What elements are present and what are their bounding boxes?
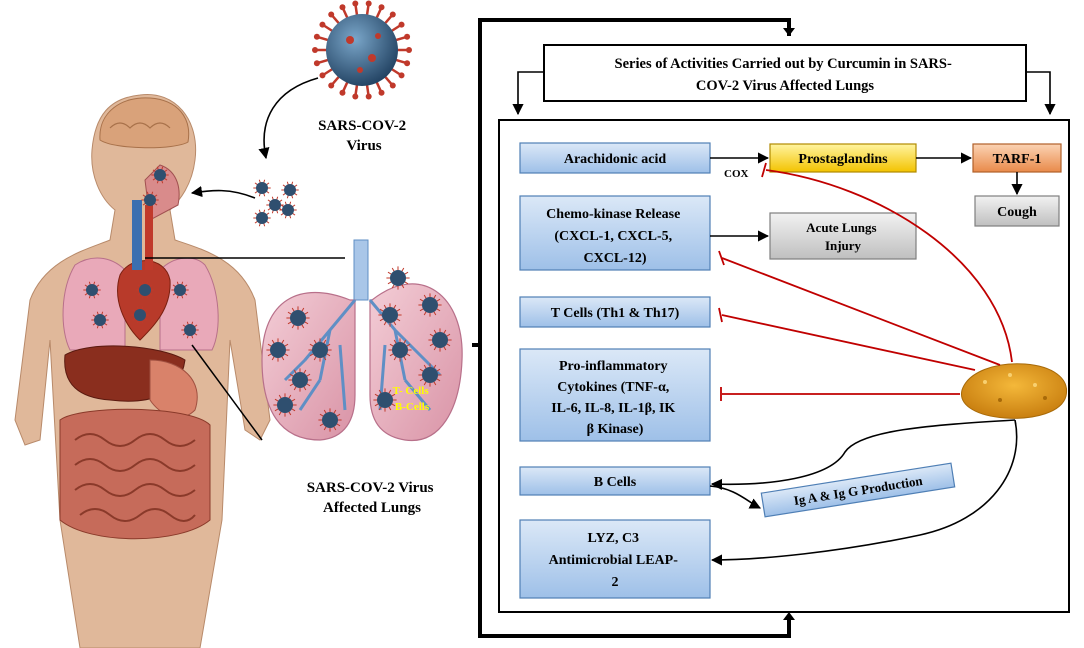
virus-particle-icon xyxy=(141,191,159,209)
cough-label: Cough xyxy=(997,205,1037,220)
virus-particle-icon xyxy=(388,338,412,362)
arrow-curcumin-lyz xyxy=(710,419,1018,566)
lung-virus-particles xyxy=(266,266,452,432)
body-virus-particles xyxy=(83,166,199,339)
human-body-illustration xyxy=(14,93,271,648)
virus-particle-icon xyxy=(418,293,442,317)
arachidonic-acid-box: Arachidonic acid xyxy=(519,142,711,174)
inhibit-tcells xyxy=(721,314,976,371)
virus-particle-icon xyxy=(266,338,290,362)
arrow-curcumin-bcells xyxy=(710,419,1016,490)
virus-particle-icon xyxy=(286,306,310,330)
acute-lungs-injury-label: Acute Lungs Injury xyxy=(806,220,880,253)
acute-lungs-injury-box: Acute Lungs Injury xyxy=(769,212,917,260)
virus-particle-icon xyxy=(181,321,199,339)
prostaglandins-box: Prostaglandins xyxy=(769,143,917,173)
virus-particle-icon xyxy=(318,408,342,432)
virus-label: SARS-COV-2 Virus xyxy=(318,118,410,154)
inhibit-chemokinase xyxy=(721,257,1001,366)
cox-label: COX xyxy=(724,168,749,180)
outer-loop-bottom xyxy=(478,345,791,638)
title-arrow-right xyxy=(1026,71,1056,116)
virus-particle-icon xyxy=(253,179,271,197)
virus-particle-icon xyxy=(171,281,189,299)
title-box xyxy=(543,44,1027,102)
virus-particle-icon xyxy=(273,393,297,417)
curcumin-powder-icon xyxy=(961,363,1068,419)
inhibit-cox xyxy=(765,169,1013,363)
title-arrow-left xyxy=(512,71,544,116)
virus-cluster xyxy=(253,179,299,227)
tarf-1-box: TARF-1 xyxy=(972,143,1062,173)
zoom-line-bottom xyxy=(191,344,263,441)
prostaglandins-label: Prostaglandins xyxy=(798,152,888,167)
virus-particle-icon xyxy=(428,328,452,352)
b-cells-box: B Cells xyxy=(519,466,711,496)
virus-to-mouth-arrow xyxy=(190,185,256,199)
cough-box: Cough xyxy=(974,195,1060,227)
lyz-c3-label: LYZ, C3 Antimicrobial LEAP- 2 xyxy=(549,531,682,590)
virus-particle-icon xyxy=(308,338,332,362)
inhibit-cox-bar xyxy=(761,162,767,178)
chemo-kinase-box: Chemo-kinase Release (CXCL-1, CXCL-5, CX… xyxy=(519,195,711,271)
virus-particle-icon xyxy=(288,368,312,392)
virus-particle-icon xyxy=(378,303,402,327)
pro-inflammatory-box: Pro-inflammatory Cytokines (TNF-α, IL-6,… xyxy=(519,348,711,442)
virus-particle-icon xyxy=(131,306,149,324)
inhibit-tcells-bar xyxy=(718,307,723,323)
virus-particle-icon xyxy=(266,196,284,214)
virus-particle-icon xyxy=(136,281,154,299)
arachidonic-acid-label: Arachidonic acid xyxy=(564,152,666,167)
inhibition-lines xyxy=(718,162,1013,401)
affected-lungs-label: SARS-COV-2 Virus Affected Lungs xyxy=(307,480,438,516)
virus-particle-icon xyxy=(418,363,442,387)
virus-particle-icon xyxy=(386,266,410,290)
virus-particle-icon xyxy=(151,166,169,184)
virus-particle-icon xyxy=(279,201,297,219)
inhibit-chemokinase-bar xyxy=(718,250,725,266)
virus-particle-icon xyxy=(91,311,109,329)
virus-particle-icon xyxy=(83,281,101,299)
virus-particle-icon xyxy=(373,388,397,412)
t-cells-label: T Cells (Th1 & Th17) xyxy=(551,306,680,321)
chemo-kinase-label: Chemo-kinase Release (CXCL-1, CXCL-5, CX… xyxy=(546,207,684,266)
virus-arrow xyxy=(258,77,319,160)
sars-cov-2-virus-icon xyxy=(312,0,412,100)
lyz-c3-box: LYZ, C3 Antimicrobial LEAP- 2 xyxy=(519,519,711,599)
outer-loop-top xyxy=(472,18,791,347)
tarf-1-label: TARF-1 xyxy=(993,152,1042,167)
pro-inflammatory-label: Pro-inflammatory Cytokines (TNF-α, IL-6,… xyxy=(551,359,679,437)
diagram-title: Series of Activities Carried out by Curc… xyxy=(615,56,956,94)
virus-particle-icon xyxy=(253,209,271,227)
lung-cells-label: T- Cells B-Cells xyxy=(393,385,432,413)
t-cells-box: T Cells (Th1 & Th17) xyxy=(519,296,711,328)
virus-particle-icon xyxy=(281,181,299,199)
b-cells-label: B Cells xyxy=(594,475,637,490)
